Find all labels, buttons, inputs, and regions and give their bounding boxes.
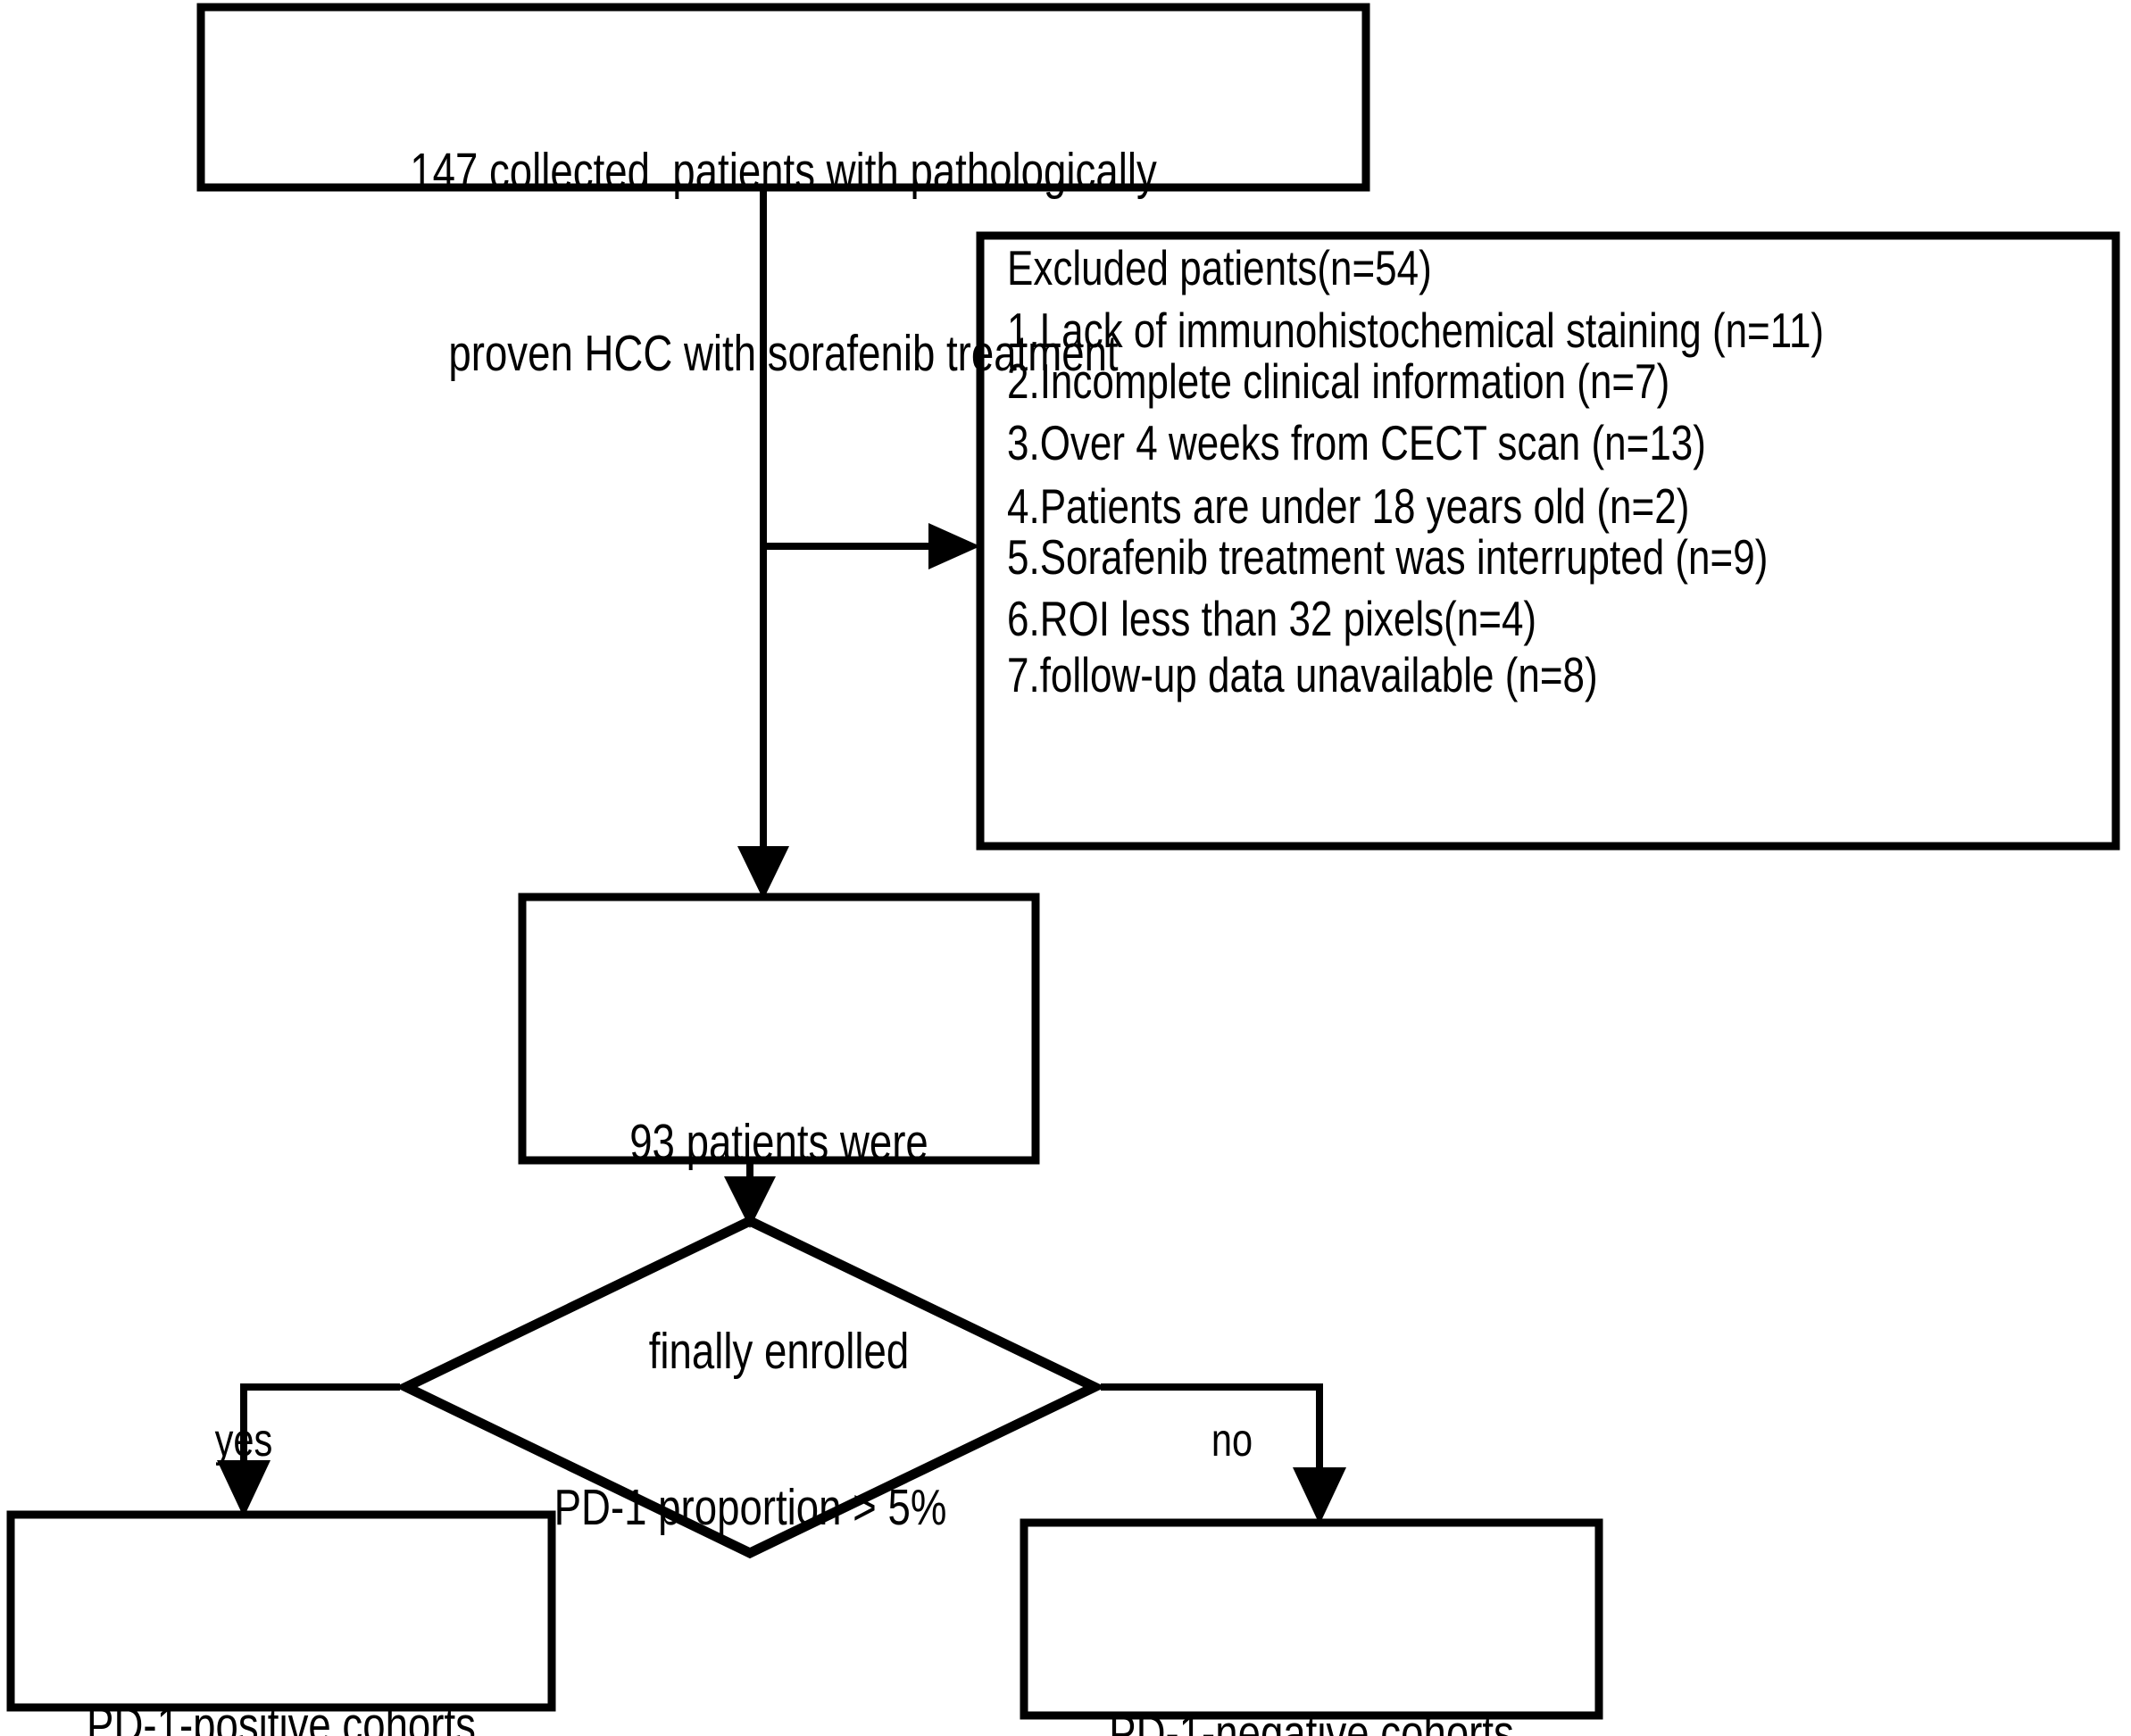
excluded-heading: Excluded patients(n=54): [1007, 240, 1432, 295]
excluded-box-text: Excluded patients(n=54) 1.Lack of immuno…: [1007, 240, 2105, 701]
excluded-item-1: 1.Lack of immunohistochemical staining (…: [1007, 303, 1825, 358]
arrowhead-no-to-negative: [1293, 1467, 1346, 1524]
source-box-text: 147 collected patients with pathological…: [201, 20, 1366, 505]
edge-label-yes-wrap: yes: [163, 1307, 324, 1574]
excluded-item-7: 7.follow-up data unavailable (n=8): [1007, 647, 1598, 702]
enrolled-box-outline: [518, 893, 1040, 1165]
edge-label-no: no: [1211, 1415, 1253, 1466]
edge-decision-yes: [240, 1383, 400, 1482]
negative-box-outline: [1020, 1518, 1603, 1720]
negative-box-line-1: PD-1-negative cohorts: [1109, 1705, 1514, 1736]
excluded-box-outline: [976, 231, 2120, 851]
excluded-item-2: 2.Incomplete clinical information (n=7): [1007, 353, 1670, 409]
source-box-line-1: 147 collected patients with pathological…: [410, 143, 1157, 200]
arrowhead-source-to-enrolled: [737, 846, 789, 900]
edge-label-yes: yes: [214, 1415, 273, 1466]
arrowhead-to-excluded: [928, 523, 980, 569]
enrolled-box-line-2: finally enrolled: [648, 1323, 910, 1380]
source-box-line-2: proven HCC with sorafenib treatment: [448, 325, 1119, 382]
negative-box-text: PD-1-negative cohorts (n = 68): [1024, 1555, 1599, 1736]
edge-label-no-wrap: no: [1152, 1307, 1312, 1574]
excluded-item-5: 5.Sorafenib treatment was interrupted (n…: [1007, 529, 1769, 585]
decision-diamond-label: PD-1 proportion > 5%: [554, 1479, 947, 1536]
decision-diamond-outline: [395, 1215, 1106, 1559]
edge-decision-no: [1101, 1383, 1323, 1489]
positive-box-outline: [6, 1510, 556, 1712]
excluded-item-3: 3.Over 4 weeks from CECT scan (n=13): [1007, 415, 1706, 470]
source-box-outline: [196, 3, 1370, 192]
positive-box-text: PD-1-positive cohorts (n = 25): [11, 1547, 552, 1736]
arrowhead-enrolled-to-decision: [724, 1176, 776, 1228]
excluded-item-4: 4.Patients are under 18 years old (n=2): [1007, 478, 1690, 534]
excluded-item-6: 6.ROI less than 32 pixels(n=4): [1007, 591, 1537, 646]
arrowhead-yes-to-positive: [217, 1460, 271, 1517]
enrolled-box-line-1: 93 patients were: [629, 1114, 928, 1171]
enrolled-box-text: 93 patients were finally enrolled: [522, 968, 1036, 1525]
decision-diamond-label-wrap: PD-1 proportion > 5%: [406, 1360, 1095, 1655]
positive-box-line-1: PD-1-positive cohorts: [87, 1697, 476, 1736]
